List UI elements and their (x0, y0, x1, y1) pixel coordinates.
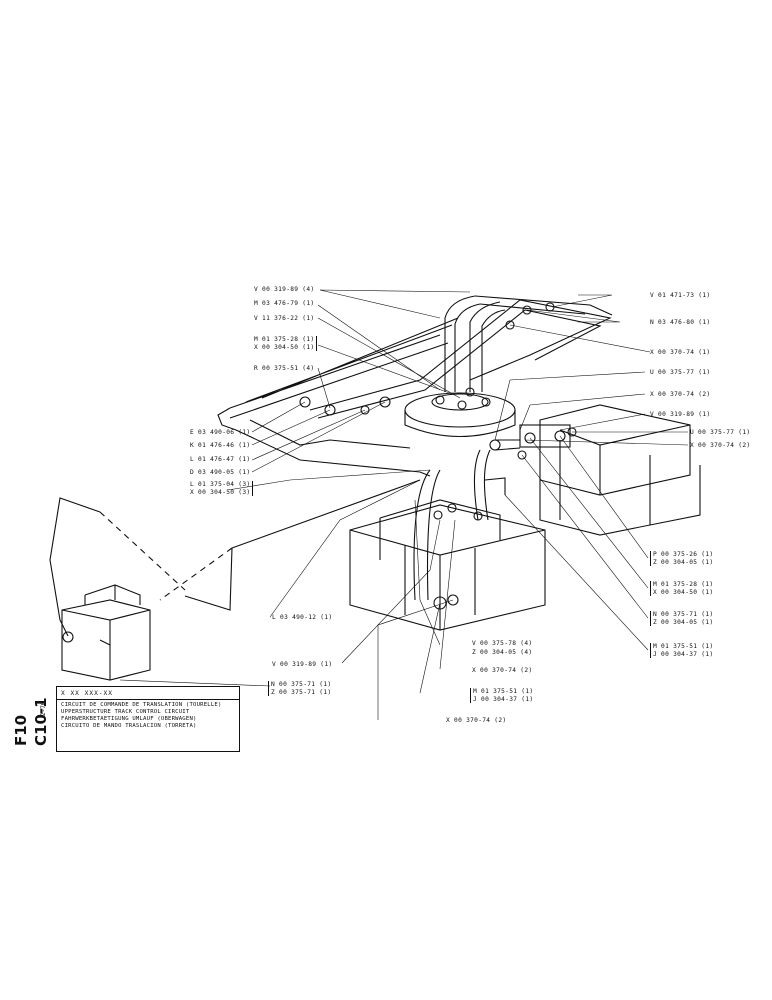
upper-pipe-bundle (217, 295, 613, 477)
title-spanish: CIRCUITO DE MANDO TRASLACION (TORRETA) (61, 723, 197, 729)
callout-pair-m-01-375-28-right: M 01 375-28 (1) X 00 304-50 (1) (650, 581, 713, 596)
callout-u-00-375-77-b: U 00 375-77 (1) (690, 429, 751, 436)
pair-line: L 01 375-04 (3) (190, 481, 251, 488)
title-french: CIRCUIT DE COMMANDE DE TRANSLATION (TOUR… (61, 702, 222, 708)
callout-r-00-375-51: R 00 375-51 (4) (254, 365, 315, 372)
title-block: X XX XXX-XX CIRCUIT DE COMMANDE DE TRANS… (56, 686, 240, 752)
callout-pair-m-01-375-51-bottom: M 01 375-51 (1) J 00 304-37 (1) (470, 688, 533, 703)
callout-u-00-375-77-a: U 00 375-77 (1) (650, 369, 711, 376)
title-block-code: X XX XXX-XX (61, 690, 113, 697)
callout-v-00-375-78: V 00 375-78 (4) (472, 640, 533, 647)
callout-e-03-490-06: E 03 490-06 (1) (190, 429, 251, 436)
callout-l-01-476-47: L 01 476-47 (1) (190, 456, 251, 463)
pair-line: N 00 375-71 (1) (653, 611, 714, 618)
callout-x-00-370-74-a: X 00 370-74 (2) (472, 667, 533, 674)
pair-line: X 00 304-50 (3) (190, 488, 251, 496)
callout-d-03-490-05: D 03 490-05 (1) (190, 469, 251, 476)
callout-v-00-319-89-1: V 00 319-89 (1) (272, 661, 333, 668)
pair-line: J 00 304-37 (1) (653, 650, 714, 658)
left-component-block (61, 584, 151, 681)
leader-lines (119, 289, 689, 720)
pair-line: X 00 304-50 (1) (254, 343, 315, 351)
callout-pair-m-01-375-51-right: M 01 375-51 (1) J 00 304-37 (1) (650, 643, 713, 658)
pair-line: X 00 304-50 (1) (653, 588, 714, 596)
callout-pair-n-00-375-71-right: N 00 375-71 (1) Z 00 304-05 (1) (650, 611, 713, 626)
callout-l-03-490-12: L 03 490-12 (1) (272, 614, 333, 621)
callout-v-00-319-89-4: V 00 319-89 (4) (254, 286, 315, 293)
callout-x-00-370-74-b: X 00 370-74 (2) (446, 717, 507, 724)
callout-x-00-370-74-2b: X 00 370-74 (2) (690, 442, 751, 449)
callout-v-01-471-73: V 01 471-73 (1) (650, 292, 711, 299)
sheet-version: 2-76 (40, 701, 47, 716)
central-column (404, 295, 516, 437)
pair-line: Z 00 304-05 (1) (653, 618, 714, 626)
lower-component-block (349, 449, 546, 631)
callout-n-03-476-80: N 03 476-80 (1) (650, 319, 711, 326)
title-english: UPPERSTRUCTURE TRACK CONTROL CIRCUIT (61, 709, 190, 715)
pipe-dashed (99, 511, 233, 601)
callout-v-00-319-89-right: V 00 319-89 (1) (650, 411, 711, 418)
callout-pair-p-00-375-26: P 00 375-26 (1) Z 00 304-05 (1) (650, 551, 713, 566)
callout-z-00-304-05-4: Z 00 304-05 (4) (472, 649, 533, 656)
callout-pair-l-01-375-04: L 01 375-04 (3) X 00 304-50 (3) (190, 481, 254, 496)
pair-line: M 01 375-28 (1) (653, 581, 714, 588)
pair-line: M 01 375-51 (1) (653, 643, 714, 650)
pair-line: P 00 375-26 (1) (653, 551, 714, 558)
callout-m-03-476-79: M 03 476-79 (1) (254, 300, 315, 307)
title-german: FAHRWERKBETAETIGUNG UMLAUF (OBERWAGEN) (61, 716, 197, 722)
callout-x-00-370-74-2a: X 00 370-74 (2) (650, 391, 711, 398)
callout-k-01-476-46: K 01 476-46 (1) (190, 442, 251, 449)
callout-x-00-370-74-1: X 00 370-74 (1) (650, 349, 711, 356)
pair-line: M 01 375-28 (1) (254, 336, 315, 343)
callout-pair-n-00-375-71-bottom: N 00 375-71 (1) Z 00 375-71 (1) (268, 681, 331, 696)
pair-line: M 01 375-51 (1) (473, 688, 534, 695)
title-list: CIRCUIT DE COMMANDE DE TRANSLATION (TOUR… (61, 702, 222, 730)
pair-line: J 00 304-37 (1) (473, 695, 534, 703)
pair-line: N 00 375-71 (1) (271, 681, 332, 688)
right-component-block (484, 404, 701, 536)
pair-line: Z 00 375-71 (1) (271, 688, 332, 696)
pair-line: Z 00 304-05 (1) (653, 558, 714, 566)
callout-v-11-376-22: V 11 376-22 (1) (254, 315, 315, 322)
left-fitting (62, 631, 74, 643)
title-block-divider (57, 699, 239, 700)
callout-pair-m-01-375-28: M 01 375-28 (1) X 00 304-50 (1) (254, 336, 318, 351)
sheet-code-group: F10 (12, 714, 30, 746)
return-pipe (49, 479, 421, 637)
